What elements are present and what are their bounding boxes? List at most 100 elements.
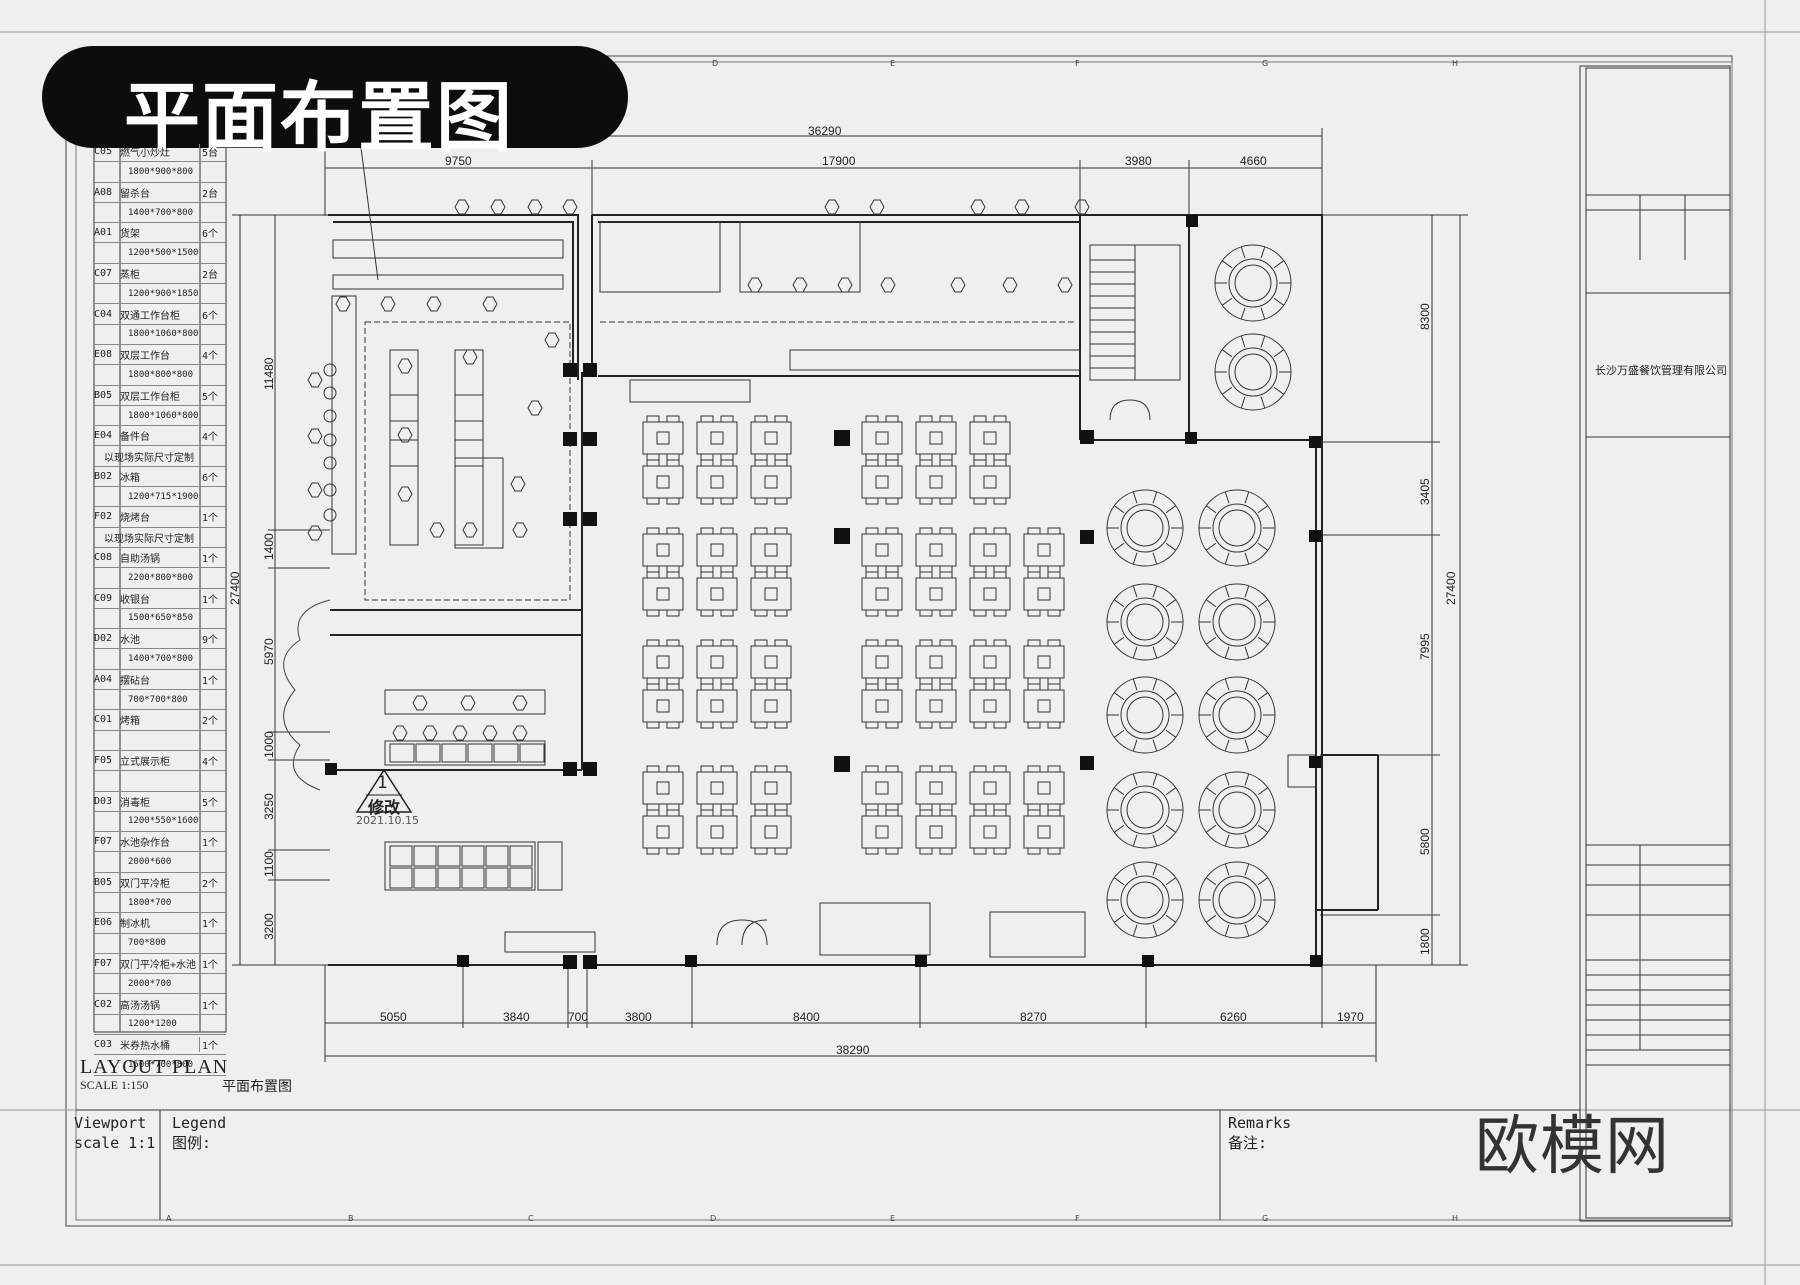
chair — [646, 847, 660, 855]
chair — [939, 847, 953, 855]
chair — [666, 459, 680, 467]
table-top — [696, 645, 738, 679]
chair — [973, 721, 987, 729]
equipment-code: C01 — [94, 714, 113, 726]
dim-top-1: 9750 — [445, 154, 472, 168]
burner-icon — [527, 400, 543, 416]
grid-label: H — [1452, 1214, 1459, 1223]
seat-mark — [1244, 773, 1250, 786]
table-center — [656, 431, 670, 445]
chair — [973, 571, 987, 579]
table-center — [710, 587, 724, 601]
title-badge-text: 平面布置图 — [124, 73, 514, 162]
table-center — [983, 781, 997, 795]
burner-icon — [307, 525, 323, 541]
table-top — [969, 577, 1011, 611]
chiller-unit — [389, 867, 413, 889]
table-inner — [1120, 597, 1170, 647]
table-inner — [1228, 258, 1278, 308]
table-center — [875, 825, 889, 839]
table-top — [861, 771, 903, 805]
dining-table-4-seat — [861, 571, 903, 617]
remarks-label: Remarks 备注: — [1228, 1113, 1291, 1153]
dining-table-4-seat — [915, 765, 957, 811]
table-top — [1023, 689, 1065, 723]
chair — [865, 847, 879, 855]
table-inner — [1120, 875, 1170, 925]
table-top — [969, 689, 1011, 723]
seat-mark — [1165, 914, 1177, 923]
table-top — [861, 533, 903, 567]
seat-mark — [1224, 552, 1230, 565]
equipment-name: 备件台 — [120, 432, 150, 444]
equipment-qty: 1个 — [199, 834, 226, 850]
table-center — [875, 431, 889, 445]
chair — [939, 497, 953, 505]
dining-table-4-seat — [696, 571, 738, 617]
equipment-qty: 2台 — [199, 265, 226, 281]
chair — [1027, 765, 1041, 773]
chair — [774, 677, 788, 685]
sink-unit — [441, 743, 467, 763]
table-inner — [1120, 503, 1170, 553]
chair — [754, 527, 768, 535]
table-top — [1023, 577, 1065, 611]
dining-table-4-seat — [861, 809, 903, 855]
table-top — [915, 533, 957, 567]
dining-table-4-seat — [861, 639, 903, 685]
lazy-susan — [1126, 881, 1164, 919]
remarks-cn: 备注: — [1228, 1134, 1268, 1152]
seat-mark — [1132, 585, 1138, 598]
round-banquet-table — [1106, 771, 1184, 849]
chair — [919, 639, 933, 647]
dining-table-4-seat — [1023, 639, 1065, 685]
dim-bottom-8: 1970 — [1337, 1010, 1364, 1024]
chair — [885, 847, 899, 855]
table-center — [1037, 699, 1051, 713]
chair — [666, 415, 680, 423]
equipment-note — [94, 771, 226, 792]
chair — [754, 639, 768, 647]
seat-mark — [1132, 773, 1138, 786]
legend-text: Legend — [172, 1114, 227, 1132]
seat-mark — [1224, 863, 1230, 876]
seat-mark — [1152, 678, 1158, 691]
lazy-susan — [1126, 603, 1164, 641]
seat-mark — [1165, 636, 1177, 645]
seat-mark — [1205, 787, 1217, 796]
chair — [774, 571, 788, 579]
equipment-name: 双通工作台柜 — [120, 310, 180, 322]
dim-left-4: 1000 — [262, 731, 276, 758]
equipment-name: 双层工作台 — [120, 351, 170, 363]
seat-mark — [1273, 386, 1285, 395]
seat-mark — [1244, 585, 1250, 598]
chair — [700, 803, 714, 811]
round-banquet-table — [1106, 489, 1184, 567]
burner-icon — [869, 199, 885, 215]
chair — [700, 571, 714, 579]
grid-label: D — [710, 1214, 717, 1223]
chair — [666, 565, 680, 573]
chair — [993, 609, 1007, 617]
table-top — [969, 771, 1011, 805]
chair — [1047, 677, 1061, 685]
grid-label: H — [1452, 59, 1459, 68]
chair — [919, 803, 933, 811]
seat-mark — [1205, 729, 1217, 738]
table-top — [861, 465, 903, 499]
equipment-dimension: 1500*650*850 — [94, 609, 226, 630]
dining-table-4-seat — [969, 571, 1011, 617]
chair — [865, 415, 879, 423]
seat-mark — [1224, 646, 1230, 659]
chair — [646, 683, 660, 691]
dining-table-4-seat — [750, 809, 792, 855]
chair — [1027, 677, 1041, 685]
seat-mark — [1113, 877, 1125, 886]
seat-mark — [1165, 692, 1177, 701]
chair — [774, 497, 788, 505]
chair — [973, 847, 987, 855]
chair — [939, 683, 953, 691]
seat-mark — [1260, 335, 1266, 348]
seat-mark — [1152, 739, 1158, 752]
